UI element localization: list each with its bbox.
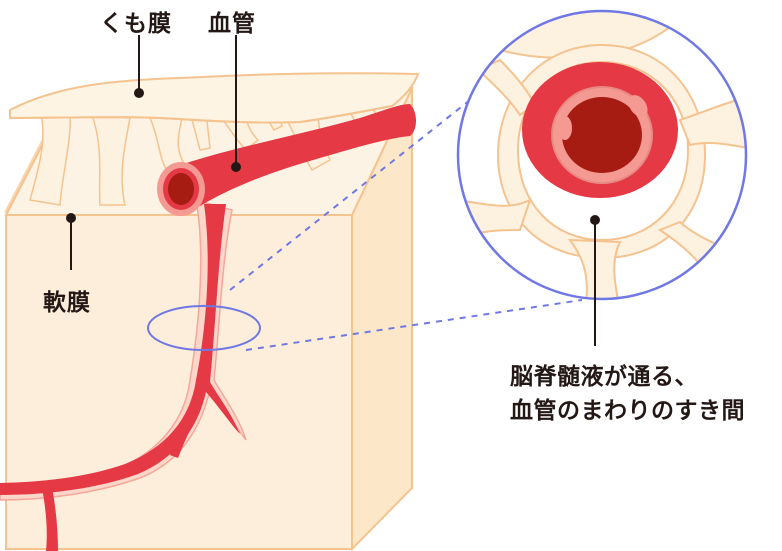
label-arachnoid: くも膜 [100,11,172,37]
zoom-circle-border [456,9,748,301]
label-pia: 軟膜 [43,290,91,316]
label-vessel: 血管 [208,11,256,37]
arachnoid-edge [9,105,393,124]
projection-lines [229,99,583,351]
label-csf-line2: 血管のまわりのすき間 [510,398,745,424]
zoom-vessel-lumen [562,97,642,173]
zoom-cross-section [456,9,748,301]
surface-vessel [172,104,416,206]
vessel-branch-small [42,488,58,551]
cross-section-marker [147,305,261,351]
arachnoid-membrane [9,72,420,124]
penetrating-vessel [0,204,240,495]
block-front-face [5,214,353,550]
blood-vessel [0,104,416,551]
label-csf-line1: 脳脊髄液が通る、 [510,364,698,390]
leader-lines [66,35,600,346]
